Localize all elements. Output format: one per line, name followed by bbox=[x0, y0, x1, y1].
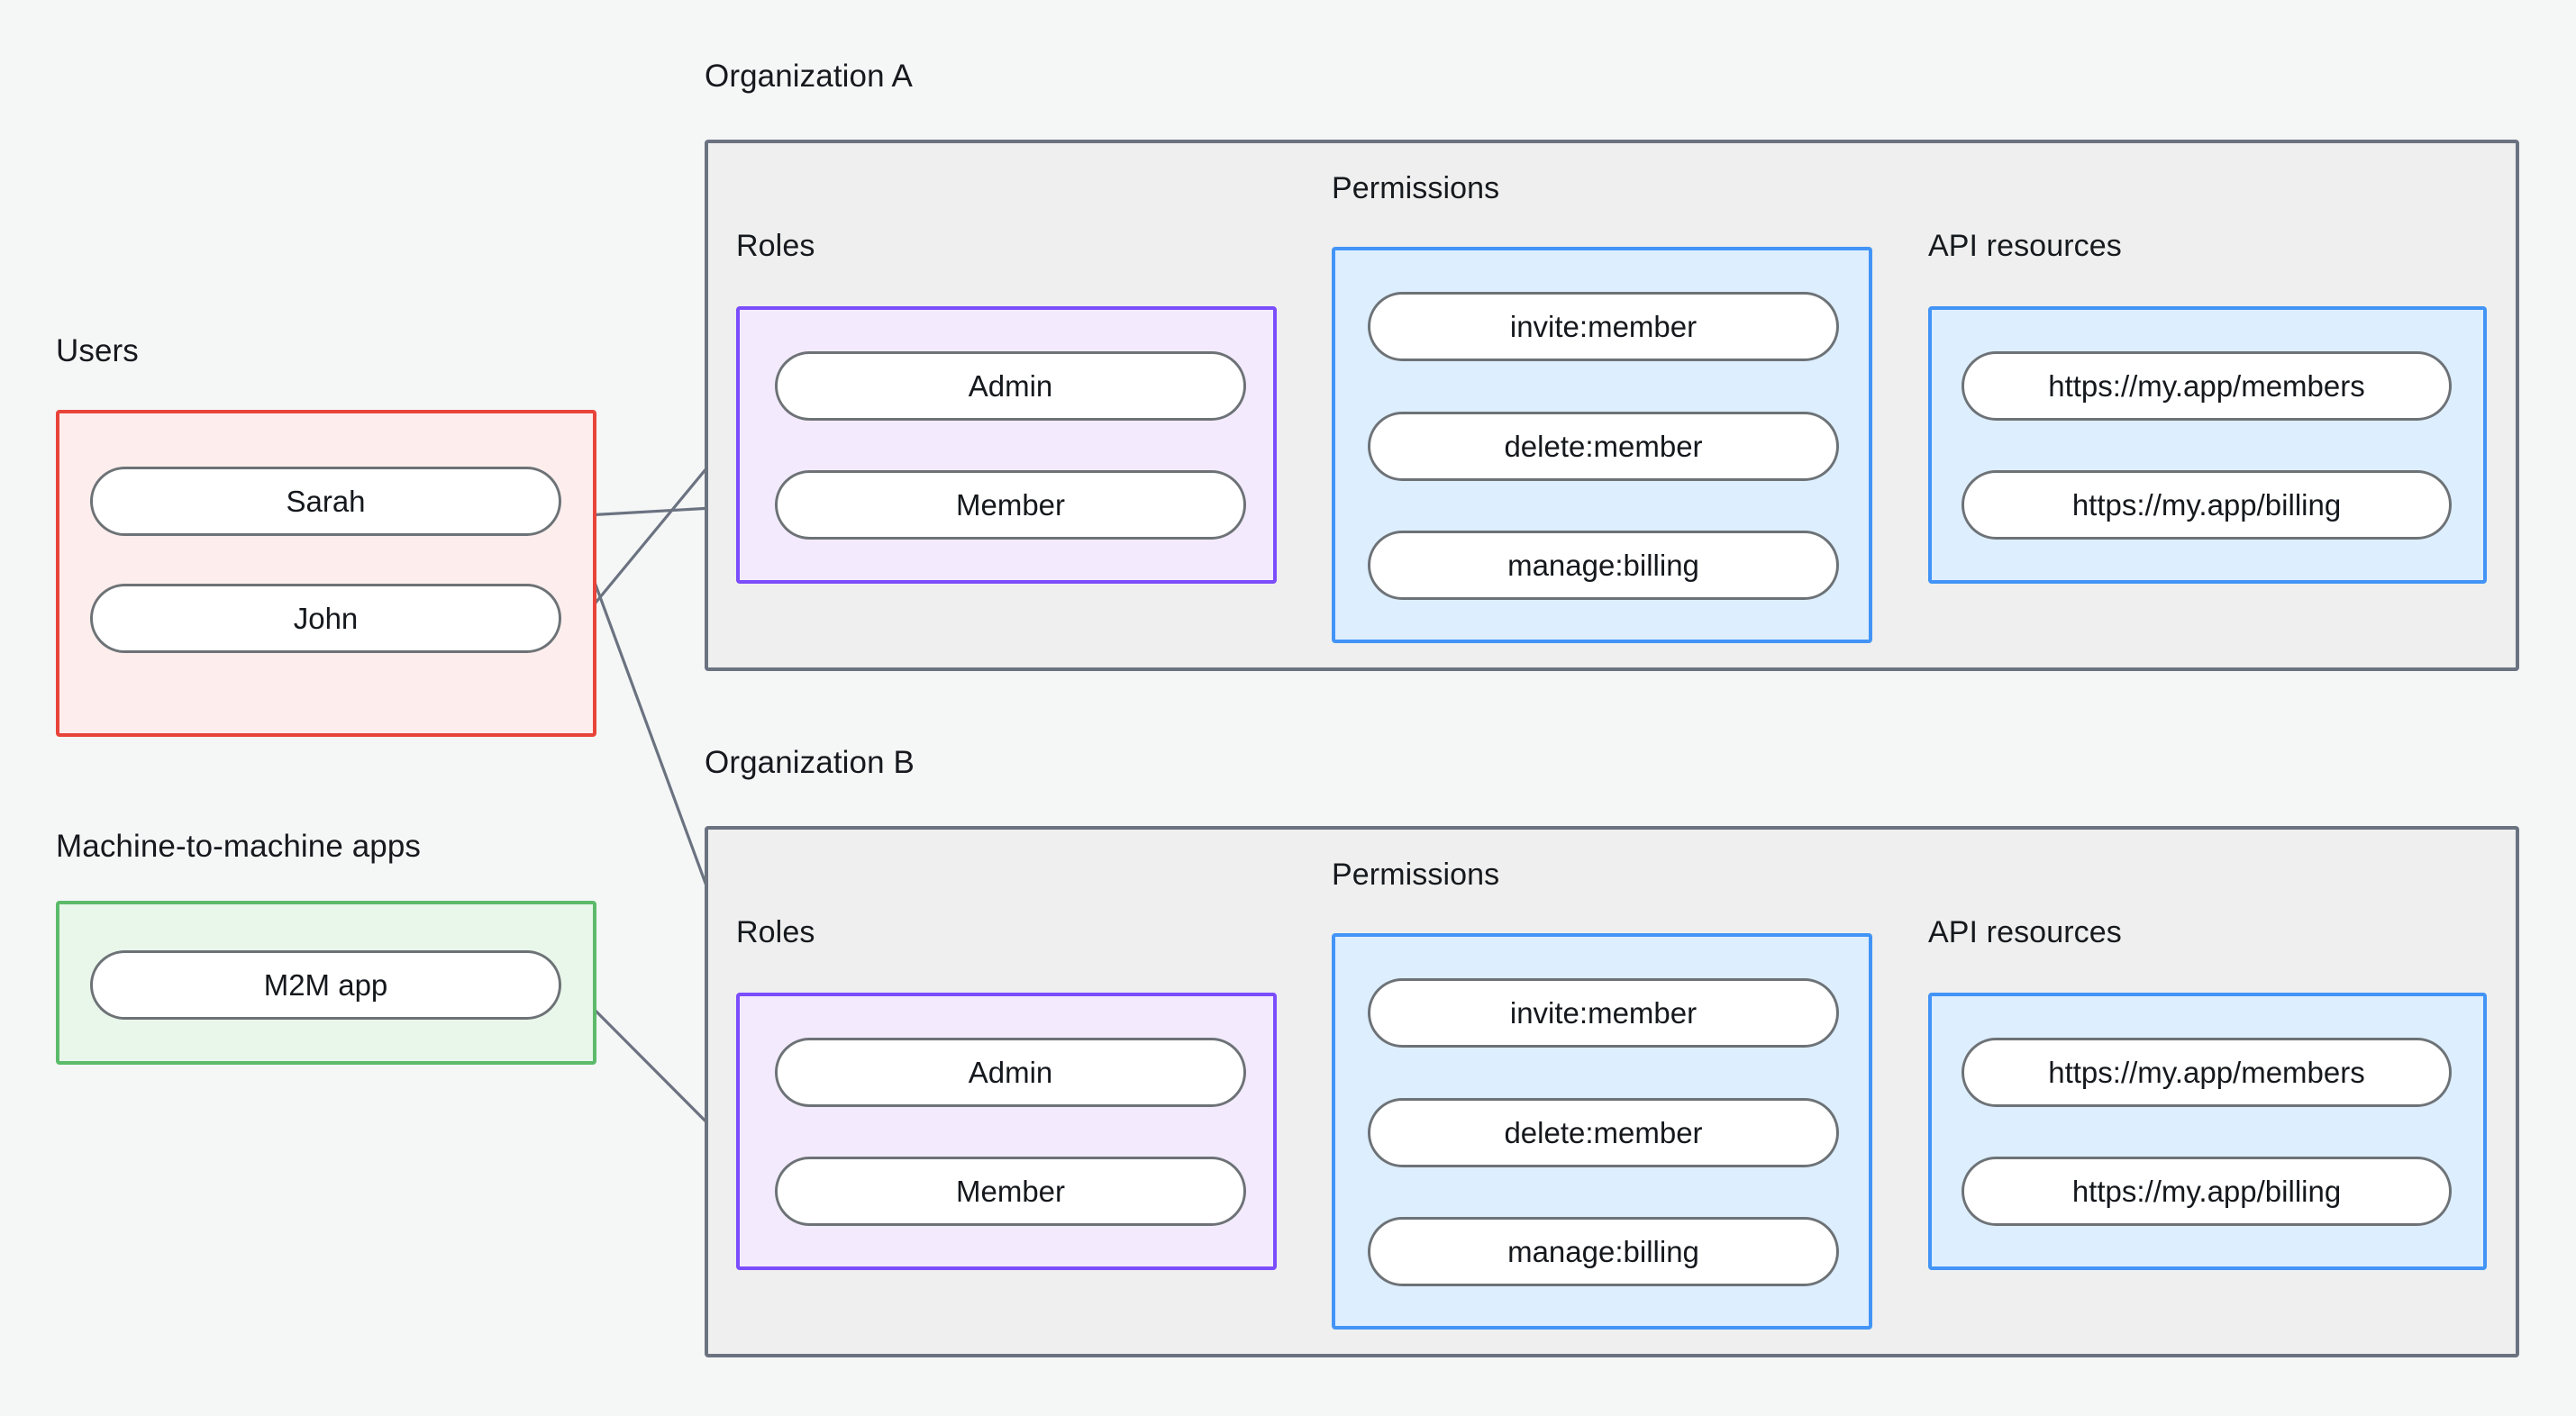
org-b-role-member[interactable]: Member bbox=[775, 1157, 1246, 1226]
org-b-api-resource-members[interactable]: https://my.app/members bbox=[1962, 1038, 2452, 1107]
users-group bbox=[56, 410, 596, 737]
org-b-api-resource-billing[interactable]: https://my.app/billing bbox=[1962, 1157, 2452, 1226]
org-b-api-resources-group bbox=[1928, 993, 2487, 1270]
org-b-api-resources-caption: API resources bbox=[1928, 915, 2122, 949]
org-b-caption: Organization B bbox=[705, 745, 915, 780]
org-b-permissions-caption: Permissions bbox=[1332, 858, 1500, 892]
org-b-roles-caption: Roles bbox=[736, 915, 815, 949]
m2m-caption: Machine-to-machine apps bbox=[56, 829, 422, 864]
org-a-permission-delete-member[interactable]: delete:member bbox=[1368, 412, 1839, 481]
org-a-roles-group bbox=[736, 306, 1277, 584]
org-a-role-admin[interactable]: Admin bbox=[775, 351, 1246, 421]
org-a-api-resources-group bbox=[1928, 306, 2487, 584]
org-a-api-resources-caption: API resources bbox=[1928, 229, 2122, 263]
m2m-node-app[interactable]: M2M app bbox=[90, 950, 561, 1020]
org-b-role-admin[interactable]: Admin bbox=[775, 1038, 1246, 1107]
org-a-permissions-caption: Permissions bbox=[1332, 171, 1500, 205]
org-a-caption: Organization A bbox=[705, 59, 913, 94]
org-b-permission-manage-billing[interactable]: manage:billing bbox=[1368, 1217, 1839, 1286]
org-b-roles-group bbox=[736, 993, 1277, 1270]
org-a-role-member[interactable]: Member bbox=[775, 470, 1246, 540]
org-b-permission-invite-member[interactable]: invite:member bbox=[1368, 978, 1839, 1048]
org-a-roles-caption: Roles bbox=[736, 229, 815, 263]
org-a-permission-manage-billing[interactable]: manage:billing bbox=[1368, 531, 1839, 600]
org-a-permission-invite-member[interactable]: invite:member bbox=[1368, 292, 1839, 361]
user-node-sarah[interactable]: Sarah bbox=[90, 467, 561, 536]
org-b-permission-delete-member[interactable]: delete:member bbox=[1368, 1098, 1839, 1167]
users-caption: Users bbox=[56, 333, 139, 368]
org-a-api-resource-members[interactable]: https://my.app/members bbox=[1962, 351, 2452, 421]
user-node-john[interactable]: John bbox=[90, 584, 561, 653]
org-a-api-resource-billing[interactable]: https://my.app/billing bbox=[1962, 470, 2452, 540]
